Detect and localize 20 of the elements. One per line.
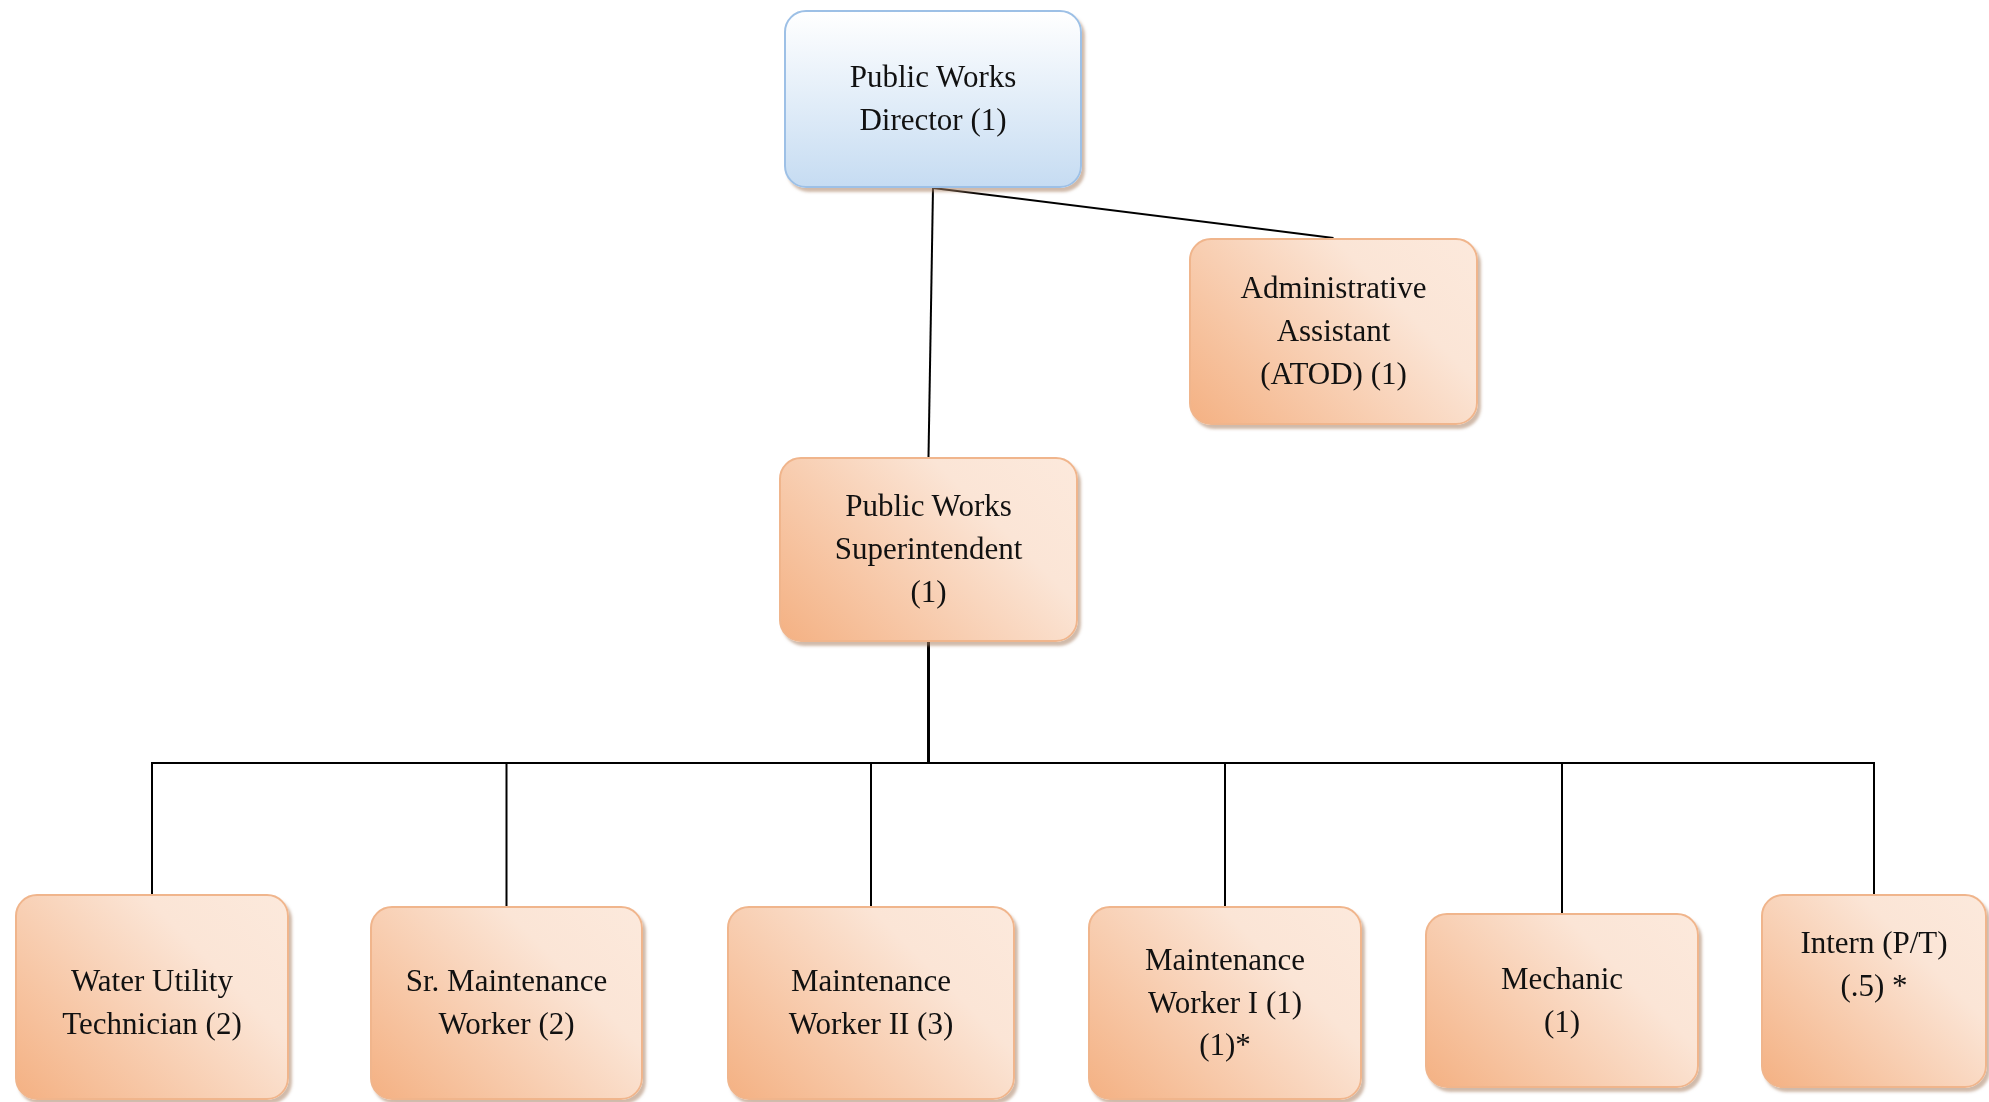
position-title: Water Utility Technician (2) (61, 962, 243, 1043)
position-title: Public Works Superintendent (1) (833, 487, 1024, 611)
connector-line (932, 187, 1335, 239)
position-box (727, 906, 1015, 1100)
position-box (370, 906, 643, 1100)
position-title: Maintenance Worker I (1) (1)* (1143, 940, 1307, 1065)
position-title: Administrative Assistant (ATOD) (1) (1239, 269, 1428, 393)
position-box (1425, 913, 1699, 1088)
position-title: Sr. Maintenance Worker (2) (404, 962, 609, 1043)
position-box (779, 457, 1078, 642)
position-title: Intern (P/T) (.5) * (1799, 924, 1949, 1005)
position-title: Maintenance Worker II (3) (787, 962, 955, 1043)
connector-line (927, 187, 934, 458)
position-box (15, 894, 289, 1100)
position-title: Mechanic (1) (1499, 959, 1625, 1041)
position-box (1189, 238, 1478, 425)
position-box (1761, 894, 1987, 1088)
position-title: Public Works Director (1) (848, 58, 1018, 139)
position-box (784, 10, 1082, 188)
position-box (1088, 906, 1362, 1100)
